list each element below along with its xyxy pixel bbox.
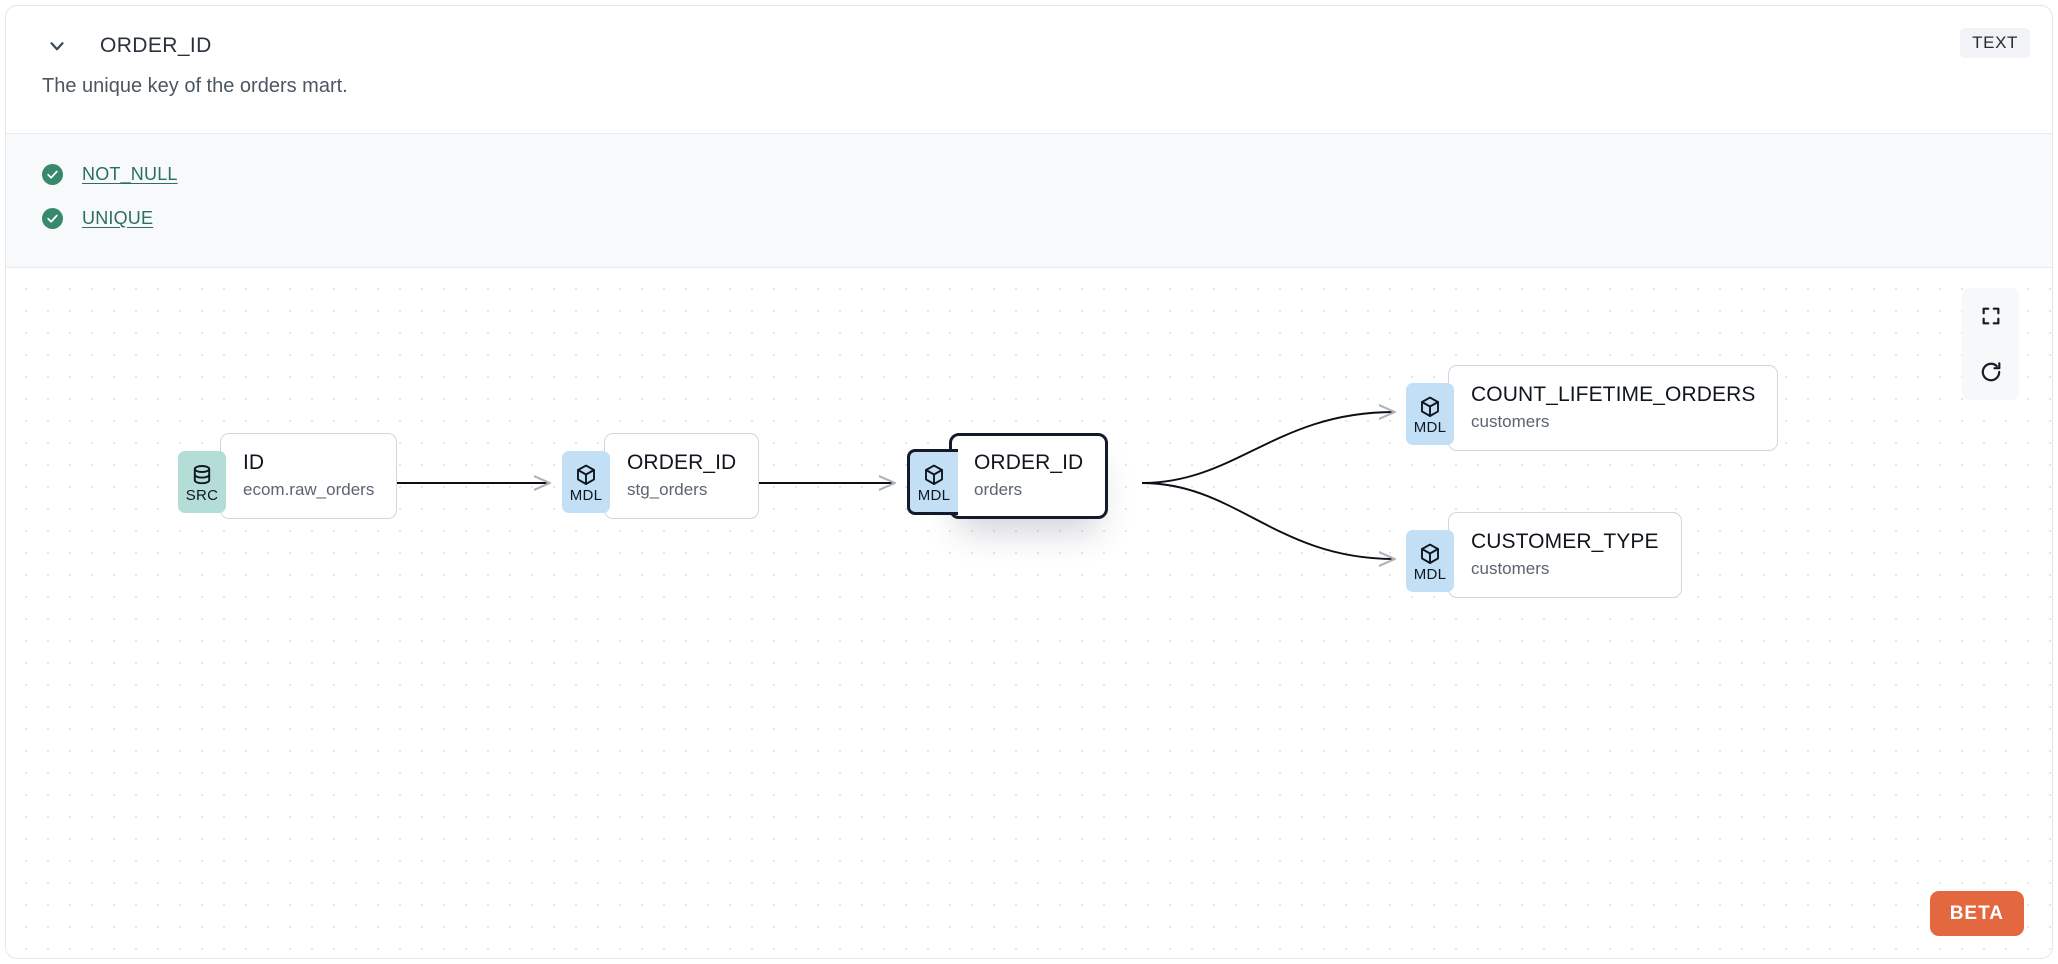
column-description: The unique key of the orders mart.: [42, 75, 348, 97]
test-row: UNIQUE: [42, 196, 2052, 240]
test-link-not-null[interactable]: NOT_NULL: [82, 163, 178, 184]
node-model-name: customers: [1471, 411, 1550, 431]
refresh-icon[interactable]: [1962, 344, 2019, 400]
check-circle-icon: [42, 163, 63, 185]
node-body: ORDER_ID stg_orders: [604, 433, 760, 519]
node-body: CUSTOMER_TYPE customers: [1448, 512, 1682, 598]
column-detail-panel: ORDER_ID TEXT The unique key of the orde…: [5, 5, 2053, 959]
lineage-node-count-lifetime-orders[interactable]: MDL COUNT_LIFETIME_ORDERS customers: [1406, 365, 1779, 451]
data-type-badge: TEXT: [1960, 28, 2030, 58]
fit-view-icon[interactable]: [1962, 288, 2019, 344]
canvas-controls: [1962, 288, 2019, 400]
node-badge-label: MDL: [917, 487, 951, 504]
node-type-badge-mdl: MDL: [907, 449, 958, 515]
node-body: ID ecom.raw_orders: [220, 433, 398, 519]
column-header: ORDER_ID TEXT The unique key of the orde…: [6, 6, 2052, 133]
beta-badge[interactable]: BETA: [1929, 891, 2024, 936]
node-badge-label: MDL: [1413, 419, 1447, 436]
lineage-node-id[interactable]: SRC ID ecom.raw_orders: [178, 433, 398, 519]
edge-n3-n5: [1141, 482, 1394, 559]
test-link-unique[interactable]: UNIQUE: [82, 207, 154, 228]
lineage-node-customer-type[interactable]: MDL CUSTOMER_TYPE customers: [1406, 512, 1682, 598]
node-column-name: ID: [243, 450, 265, 474]
node-body: COUNT_LIFETIME_ORDERS customers: [1448, 365, 1779, 451]
test-row: NOT_NULL: [42, 152, 2052, 196]
node-type-badge-mdl: MDL: [1406, 530, 1454, 592]
node-model-name: ecom.raw_orders: [243, 479, 375, 499]
node-type-badge-src: SRC: [178, 451, 226, 513]
node-column-name: CUSTOMER_TYPE: [1471, 529, 1659, 553]
node-type-badge-mdl: MDL: [562, 451, 610, 513]
node-model-name: orders: [974, 479, 1023, 499]
node-column-name: ORDER_ID: [627, 450, 737, 474]
node-badge-label: SRC: [185, 487, 219, 504]
lineage-node-orders-selected[interactable]: MDL ORDER_ID orders: [907, 433, 1109, 519]
node-type-badge-mdl: MDL: [1406, 383, 1454, 445]
node-body: ORDER_ID orders: [949, 433, 1109, 519]
node-model-name: customers: [1471, 558, 1550, 578]
node-badge-label: MDL: [569, 487, 603, 504]
column-header-row: ORDER_ID: [6, 6, 2052, 68]
page-title: ORDER_ID: [100, 34, 212, 57]
node-model-name: stg_orders: [627, 479, 708, 499]
lineage-canvas[interactable]: SRC ID ecom.raw_orders MDL ORDER_ID stg_…: [6, 268, 2052, 958]
check-circle-icon: [42, 207, 63, 229]
node-badge-label: MDL: [1413, 566, 1447, 583]
tests-section: NOT_NULL UNIQUE: [6, 133, 2052, 268]
edge-n3-n4: [1141, 412, 1394, 484]
lineage-node-stg-orders[interactable]: MDL ORDER_ID stg_orders: [562, 433, 760, 519]
chevron-down-icon[interactable]: [42, 31, 72, 61]
node-column-name: COUNT_LIFETIME_ORDERS: [1471, 382, 1756, 406]
node-column-name: ORDER_ID: [974, 450, 1084, 474]
